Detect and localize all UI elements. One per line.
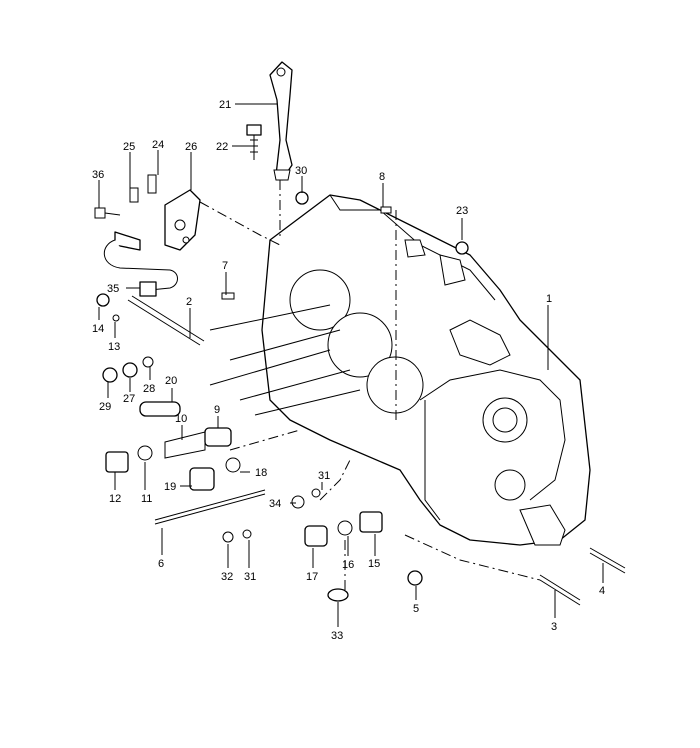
callout-8: 8	[379, 171, 385, 183]
stud-bolts	[127, 295, 626, 606]
callout-30: 30	[295, 165, 307, 177]
callout-19: 19	[164, 481, 176, 493]
callout-26: 26	[185, 141, 197, 153]
callout-12: 12	[109, 493, 121, 505]
callout-7: 7	[222, 260, 228, 272]
callout-15: 15	[368, 558, 380, 570]
callout-5: 5	[413, 603, 419, 615]
lever-bracket	[269, 61, 293, 181]
callout-33: 33	[331, 630, 343, 642]
callout-11: 11	[141, 493, 152, 505]
callout-16: 16	[342, 559, 354, 571]
callout-17: 17	[306, 571, 318, 583]
callout-23: 23	[456, 205, 468, 217]
callout-21: 21	[219, 99, 231, 111]
assembly-lines	[199, 180, 541, 590]
callout-31-upper: 31	[318, 470, 330, 482]
callout-9: 9	[214, 404, 220, 416]
callout-labels: 1 2 3 4 5 6 7 8 9 10 11 12 13 14 15 16 1…	[92, 99, 605, 642]
callout-3: 3	[551, 621, 557, 633]
callout-1: 1	[546, 293, 552, 305]
small-parts	[96, 191, 469, 602]
callout-14: 14	[92, 323, 104, 335]
callout-22: 22	[216, 141, 228, 153]
callout-20: 20	[165, 375, 177, 387]
callout-18: 18	[255, 467, 267, 479]
callout-36: 36	[92, 169, 104, 181]
callout-10: 10	[175, 413, 187, 425]
leader-lines	[98, 103, 604, 627]
callout-24: 24	[152, 139, 164, 151]
callout-13: 13	[108, 341, 120, 353]
callout-31-lower: 31	[244, 571, 256, 583]
callout-6: 6	[158, 558, 164, 570]
callout-29: 29	[99, 401, 111, 413]
crankcase-housing	[261, 194, 591, 546]
callout-25: 25	[123, 141, 135, 153]
callout-34: 34	[269, 498, 281, 510]
sensor-assembly	[94, 174, 201, 297]
bolt-22	[246, 124, 262, 160]
callout-32: 32	[221, 571, 233, 583]
callout-27: 27	[123, 393, 135, 405]
callout-28: 28	[143, 383, 155, 395]
callout-35: 35	[107, 283, 119, 295]
callout-2: 2	[186, 296, 192, 308]
callout-4: 4	[599, 585, 605, 597]
